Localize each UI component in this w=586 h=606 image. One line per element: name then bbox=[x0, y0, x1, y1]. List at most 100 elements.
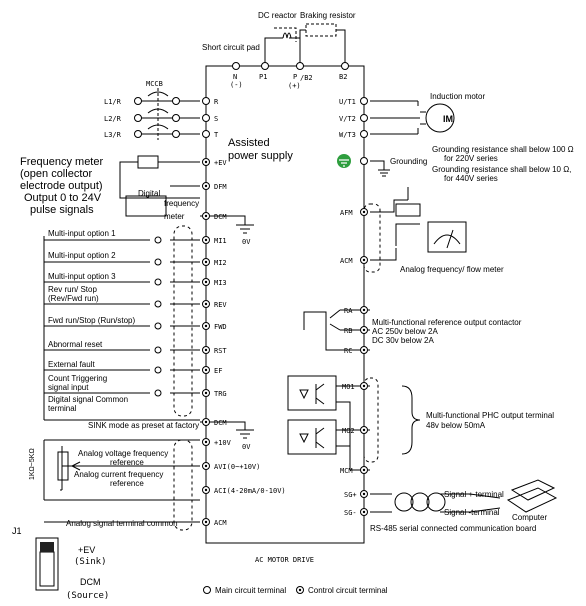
terminal-w: W/T3 bbox=[339, 131, 356, 139]
label-trg-1: Count Triggering bbox=[48, 374, 107, 383]
ground-note-1a: Grounding resistance shall below 100 Ω bbox=[432, 145, 574, 154]
label-phc-1: Multi-functional PHC output terminal bbox=[426, 411, 554, 420]
label-avf-1: Analog voltage frequency bbox=[78, 449, 168, 458]
label-acf-1: Analog current frequency bbox=[74, 470, 163, 479]
label-com-2: terminal bbox=[48, 404, 77, 413]
terminal-afm: AFM bbox=[340, 209, 353, 217]
label-com-1: Digital signal Common bbox=[48, 395, 128, 404]
terminal-mcm: MCM bbox=[340, 467, 353, 475]
terminal-v: V/T2 bbox=[339, 115, 356, 123]
motor-circle bbox=[425, 103, 455, 133]
label-l2: L2/R bbox=[104, 115, 122, 123]
label-computer: Computer bbox=[512, 513, 547, 522]
label-reset: Abnormal reset bbox=[48, 340, 103, 349]
terminal-p-b2: /B2 bbox=[300, 74, 313, 82]
afm-resistor bbox=[395, 203, 421, 217]
label-phc-2: 48v below 50mA bbox=[426, 421, 486, 430]
terminal-r: R bbox=[214, 98, 219, 106]
terminal-acm-right: ACM bbox=[340, 257, 353, 265]
freq-line-3: electrode output) bbox=[20, 180, 103, 192]
label-opt1: Multi-input option 1 bbox=[48, 229, 116, 238]
label-grounding: Grounding bbox=[390, 157, 427, 166]
label-sig-minus: Signal -terminal bbox=[444, 508, 500, 517]
label-fault: External fault bbox=[48, 360, 95, 369]
label-relay-1: Multi-functional reference output contac… bbox=[372, 318, 522, 327]
display-digits: 8888 bbox=[131, 201, 158, 214]
label-digital-1: Digital bbox=[138, 189, 160, 198]
meter-box bbox=[427, 221, 467, 253]
jumper-dcm: DCM bbox=[80, 577, 101, 587]
freq-line-4: Output 0 to 24V bbox=[24, 192, 102, 204]
legend-main: Main circuit terminal bbox=[215, 586, 286, 595]
freq-line-1: Frequency meter bbox=[20, 156, 103, 168]
label-relay-2: AC 250v below 2A bbox=[372, 327, 438, 336]
label-fwd: Fwd run/Stop (Run/stop) bbox=[48, 316, 135, 325]
ground-note-1b: for 220V series bbox=[444, 154, 498, 163]
label-trg-2: signal input bbox=[48, 383, 89, 392]
terminal-p1: P1 bbox=[259, 73, 267, 81]
label-l1: L1/R bbox=[104, 98, 122, 106]
label-short-circuit-pad: Short circuit pad bbox=[202, 43, 260, 52]
terminal-dcm2: DCM bbox=[214, 419, 227, 427]
jumper-body bbox=[35, 537, 59, 591]
label-0v: 0V bbox=[242, 238, 251, 246]
label-l3: L3/R bbox=[104, 131, 122, 139]
label-digital-2: frequency bbox=[164, 199, 199, 208]
motor-symbol: IM bbox=[443, 114, 453, 124]
legend-ctrl: Control circuit terminal bbox=[308, 586, 388, 595]
assist-line-1: Assisted bbox=[228, 137, 270, 149]
label-opt3: Multi-input option 3 bbox=[48, 272, 116, 281]
phc2 bbox=[287, 419, 337, 455]
terminal-avi: AVI(0~+10V) bbox=[214, 463, 260, 471]
terminal-ef: EF bbox=[214, 367, 222, 375]
drive-label: AC MOTOR DRIVE bbox=[255, 556, 314, 564]
terminal-rst: RST bbox=[214, 347, 227, 355]
label-dc-reactor: DC reactor bbox=[258, 11, 297, 20]
terminal-sgm: SG- bbox=[344, 509, 357, 517]
terminal-p-sign: (+) bbox=[288, 82, 301, 90]
terminal-rc: RC bbox=[344, 347, 352, 355]
terminal-s: S bbox=[214, 115, 218, 123]
terminal-mi2: MI2 bbox=[214, 259, 227, 267]
terminal-mi3: MI3 bbox=[214, 279, 227, 287]
shield-digital bbox=[173, 225, 193, 417]
label-sig-plus: Signal + terminal bbox=[444, 490, 504, 499]
terminal-dcm: DCM bbox=[214, 213, 227, 221]
freq-line-5: pulse signals bbox=[30, 204, 94, 216]
label-sink: SINK mode as preset at factory bbox=[88, 421, 199, 430]
label-rs485: RS-485 serial connected communication bo… bbox=[370, 524, 536, 533]
label-mccb: MCCB bbox=[146, 80, 163, 88]
terminal-sgp: SG+ bbox=[344, 491, 357, 499]
jumper-j1: J1 bbox=[12, 526, 22, 536]
label-digital-3: meter bbox=[164, 212, 185, 221]
freq-display bbox=[125, 195, 167, 217]
phc1 bbox=[287, 375, 337, 411]
label-pot: 1KΩ~5KΩ bbox=[29, 448, 36, 480]
ground-note-2b: for 440V series bbox=[444, 174, 498, 183]
jumper-ev: +EV bbox=[78, 545, 95, 555]
terminal-p: P bbox=[293, 73, 297, 81]
terminal-mo1: MO1 bbox=[342, 383, 355, 391]
label-relay-3: DC 30v below 2A bbox=[372, 336, 434, 345]
terminal-b2: B2 bbox=[339, 73, 347, 81]
label-opt2: Multi-input option 2 bbox=[48, 251, 116, 260]
label-avf-2: reference bbox=[110, 458, 144, 467]
label-motor: Induction motor bbox=[430, 92, 485, 101]
label-0v-2: 0V bbox=[242, 443, 251, 451]
shield-analog bbox=[173, 439, 193, 531]
potentiometer bbox=[57, 451, 69, 481]
terminal-dfm: DFM bbox=[214, 183, 227, 191]
terminal-aci: ACI(4-20mA/0-10V) bbox=[214, 487, 286, 495]
terminal-rev: REV bbox=[214, 301, 227, 309]
label-analog-common: Analog signal terminal common bbox=[66, 519, 178, 528]
label-braking-resistor: Braking resistor bbox=[300, 11, 356, 20]
jumper-sink: (Sink) bbox=[74, 557, 107, 567]
label-meter: Analog frequency/ flow meter bbox=[400, 265, 504, 274]
resistor-ev bbox=[137, 155, 159, 169]
terminal-trg: TRG bbox=[214, 390, 227, 398]
terminal-10v: +10V bbox=[214, 439, 232, 447]
assist-line-2: power supply bbox=[228, 150, 293, 162]
terminal-fwd: FWD bbox=[214, 323, 227, 331]
